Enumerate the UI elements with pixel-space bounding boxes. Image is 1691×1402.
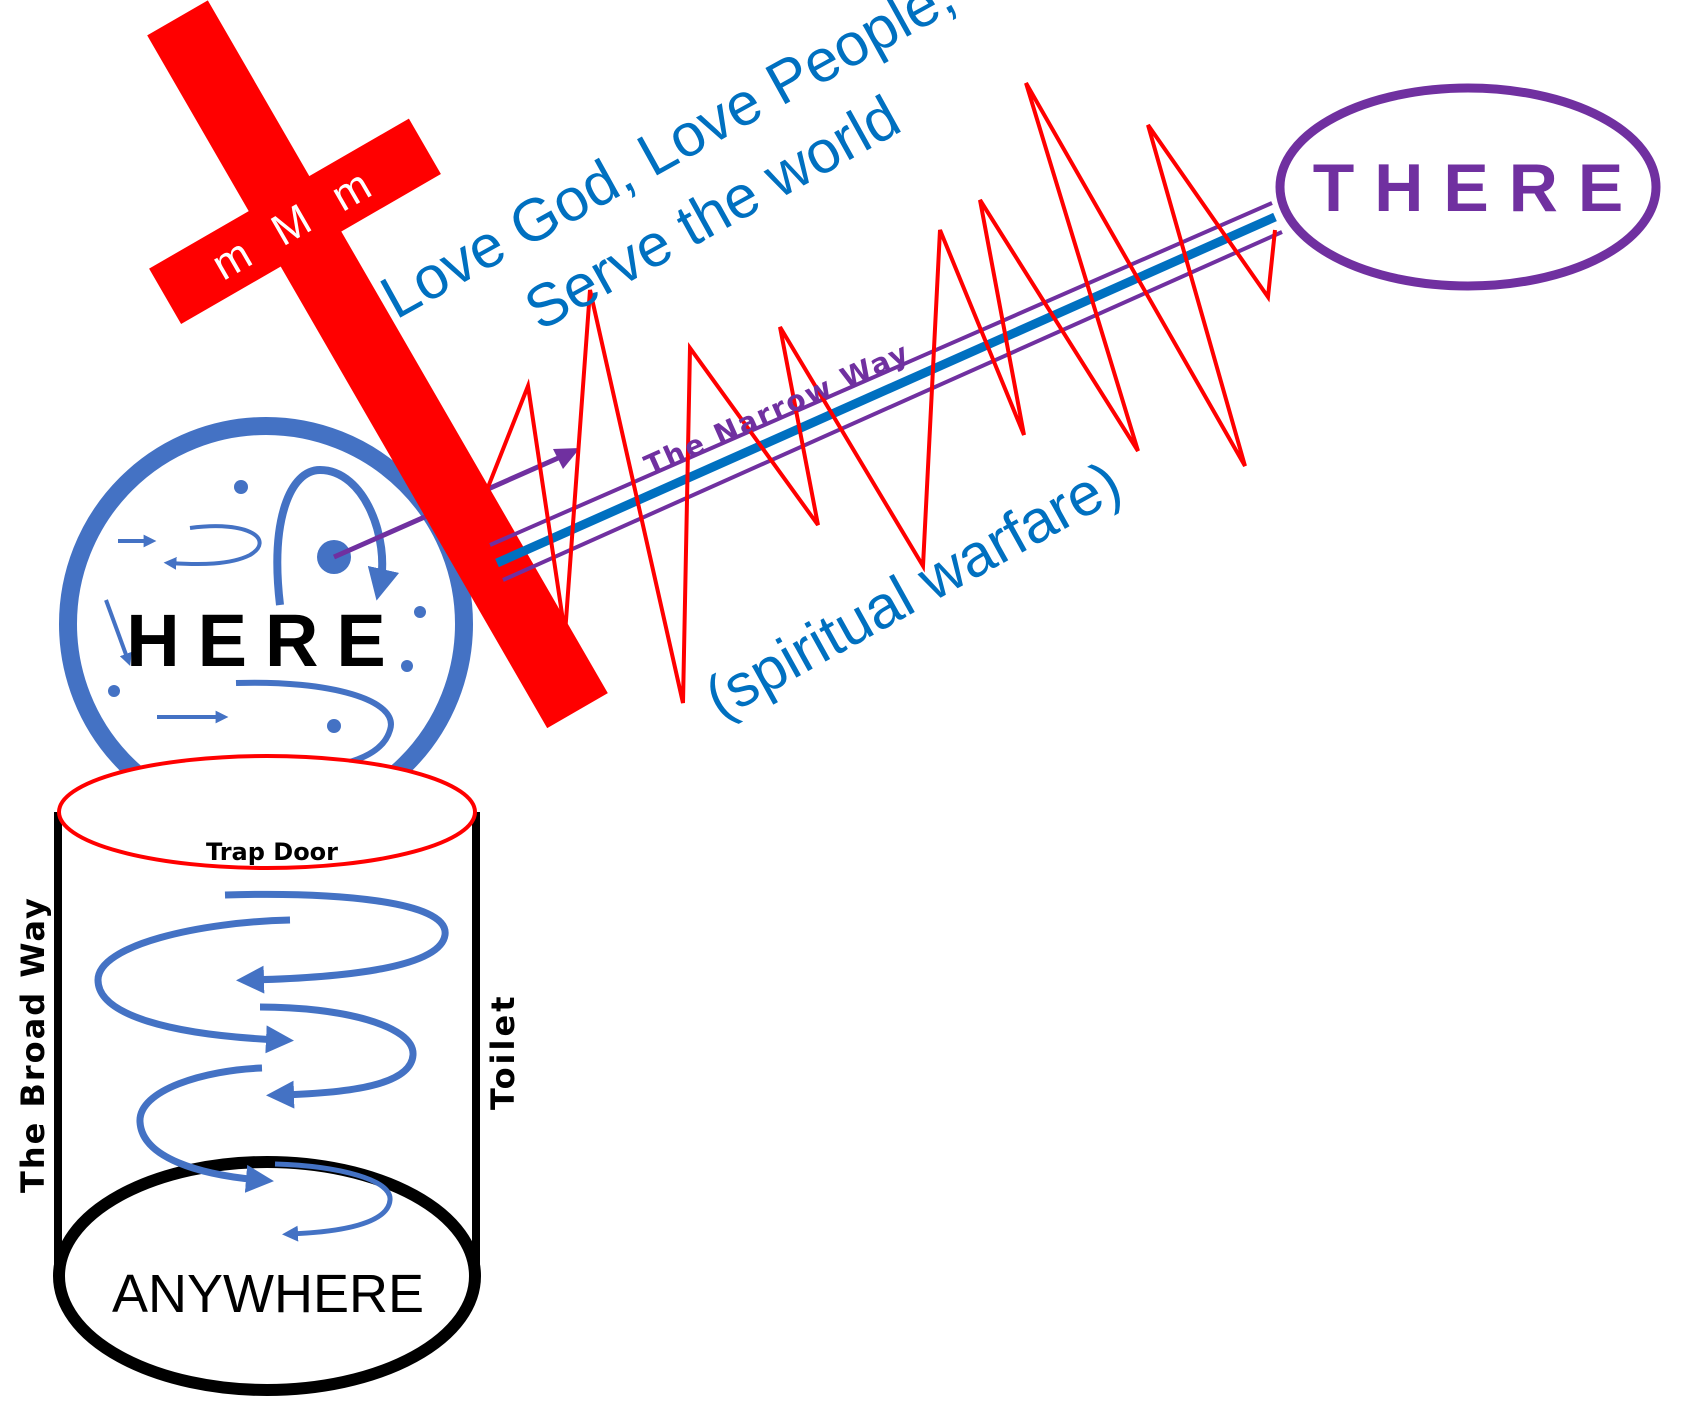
trap-door-label: Trap Door (206, 838, 338, 866)
dot (414, 606, 426, 618)
motto-line-1: Love God, Love People, (370, 0, 966, 331)
there-group: THERE (1280, 88, 1656, 286)
there-label: THERE (1313, 150, 1643, 226)
spiral-arrow-3 (260, 1007, 413, 1095)
spiritual-warfare-label: (spiritual warfare) (694, 448, 1132, 731)
here-label: HERE (126, 599, 404, 682)
narrow-way-label: The Narrow Way (639, 336, 914, 483)
dot (327, 719, 341, 733)
toilet-label: Toilet (484, 994, 522, 1111)
dot (234, 480, 248, 494)
toilet-group: Trap Door ANYWHERE (58, 756, 476, 1390)
dot (108, 685, 120, 697)
spiral-arrow-1 (225, 894, 445, 980)
broad-way-label: The Broad Way (14, 896, 52, 1193)
anywhere-label: ANYWHERE (112, 1264, 424, 1324)
motto: Love God, Love People, Serve the world (370, 0, 1004, 401)
